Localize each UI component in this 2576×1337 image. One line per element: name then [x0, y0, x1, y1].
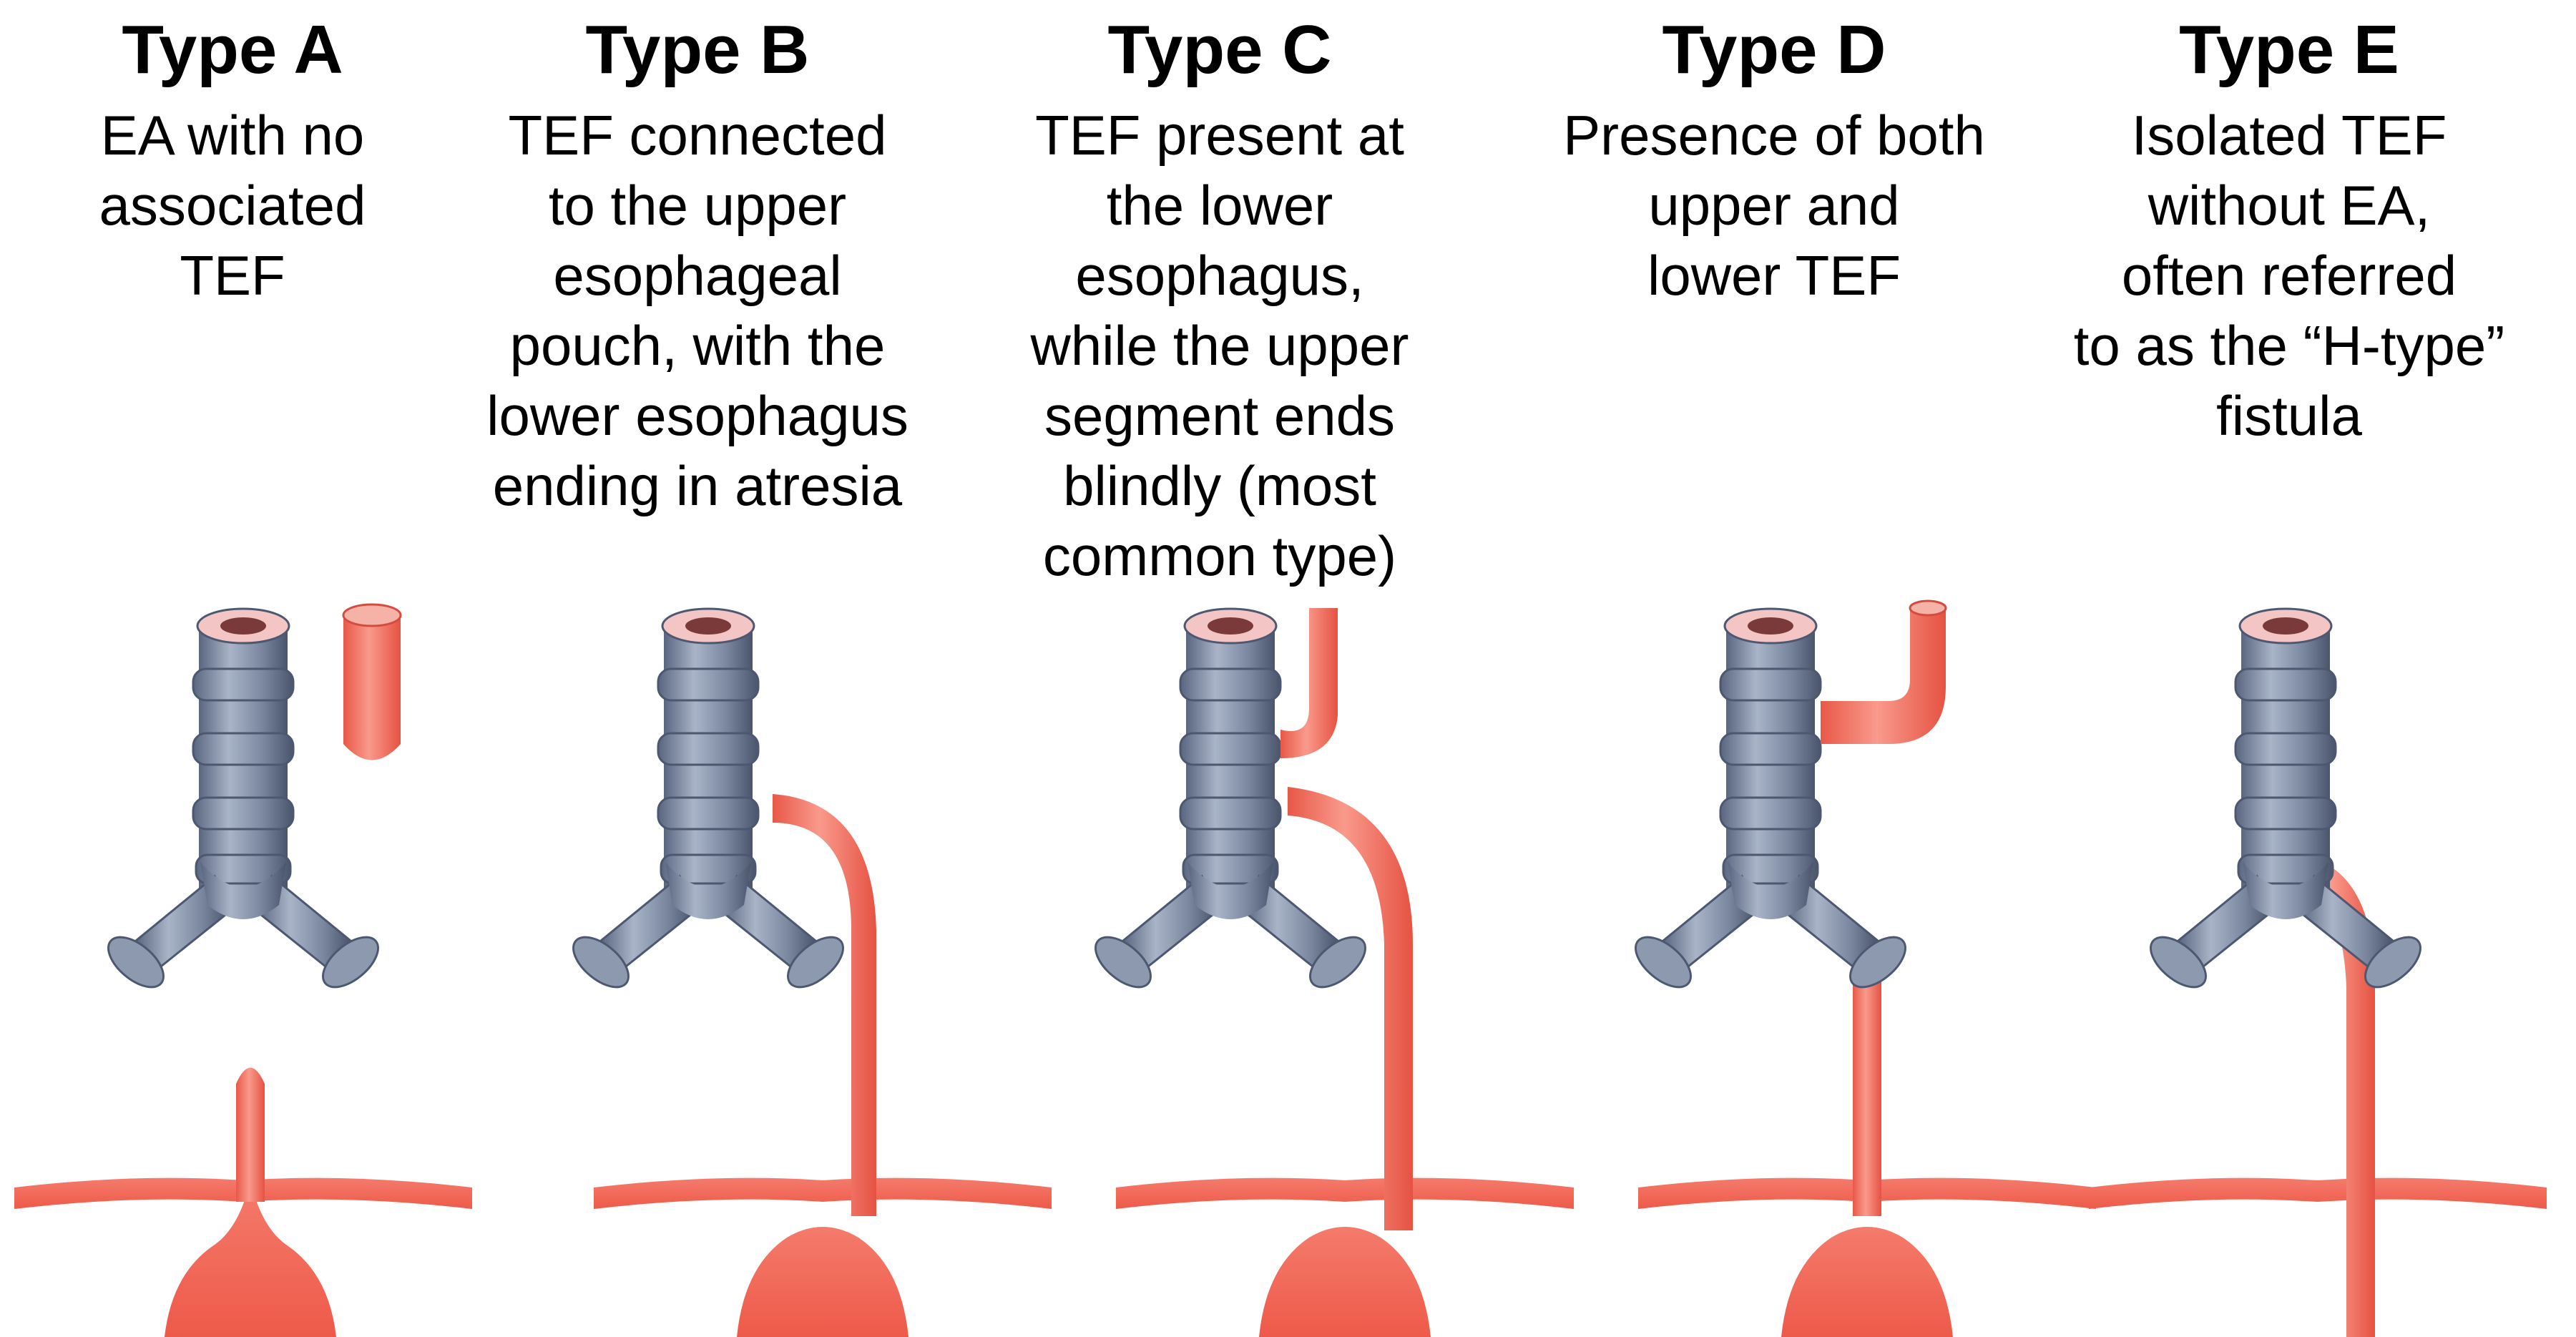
type-c-description: TEF present at the lower esophagus, whil… [1030, 104, 1409, 587]
type-d-description: Presence of both upper and lower TEF [1563, 104, 1985, 307]
type-a-column: Type A EA with no associated TEF [0, 0, 483, 310]
type-b-illustration [563, 607, 1052, 1337]
type-c-column: Type C TEF present at the lower esophagu… [969, 0, 1470, 591]
type-d-title: Type D [1662, 11, 1886, 88]
type-e-description: Isolated TEF without EA, often referred … [2073, 104, 2505, 447]
type-d-illustration [1625, 599, 2096, 1337]
type-a-illustration [14, 603, 472, 1337]
type-e-column: Type E Isolated TEF without EA, often re… [2039, 0, 2540, 451]
type-a-description: EA with no associated TEF [99, 104, 366, 307]
type-e-title: Type E [2179, 11, 2399, 88]
type-a-title: Type A [122, 11, 343, 88]
type-b-description: TEF connected to the upper esophageal po… [486, 104, 909, 517]
type-b-title: Type B [585, 11, 810, 88]
type-e-illustration [2089, 607, 2547, 1337]
type-c-illustration [1085, 607, 1574, 1337]
type-c-title: Type C [1107, 11, 1332, 88]
type-b-column: Type B TEF connected to the upper esopha… [447, 0, 948, 521]
type-d-column: Type D Presence of both upper and lower … [1524, 0, 2024, 310]
